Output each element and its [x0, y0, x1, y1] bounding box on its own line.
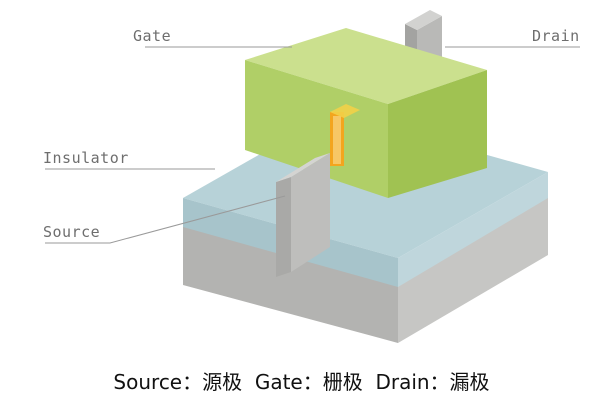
gate-block	[245, 28, 487, 198]
channel-highlight	[330, 104, 360, 166]
insulator-label: Insulator	[43, 149, 129, 167]
source-label: Source	[43, 223, 100, 241]
drain-label: Drain	[532, 27, 580, 45]
source-leader	[45, 195, 286, 244]
fin-source-side	[276, 153, 330, 277]
substrate	[183, 195, 548, 343]
caption: Source：源极 Gate：栅极 Drain：漏极	[113, 370, 490, 394]
gate-label: Gate	[133, 27, 171, 45]
